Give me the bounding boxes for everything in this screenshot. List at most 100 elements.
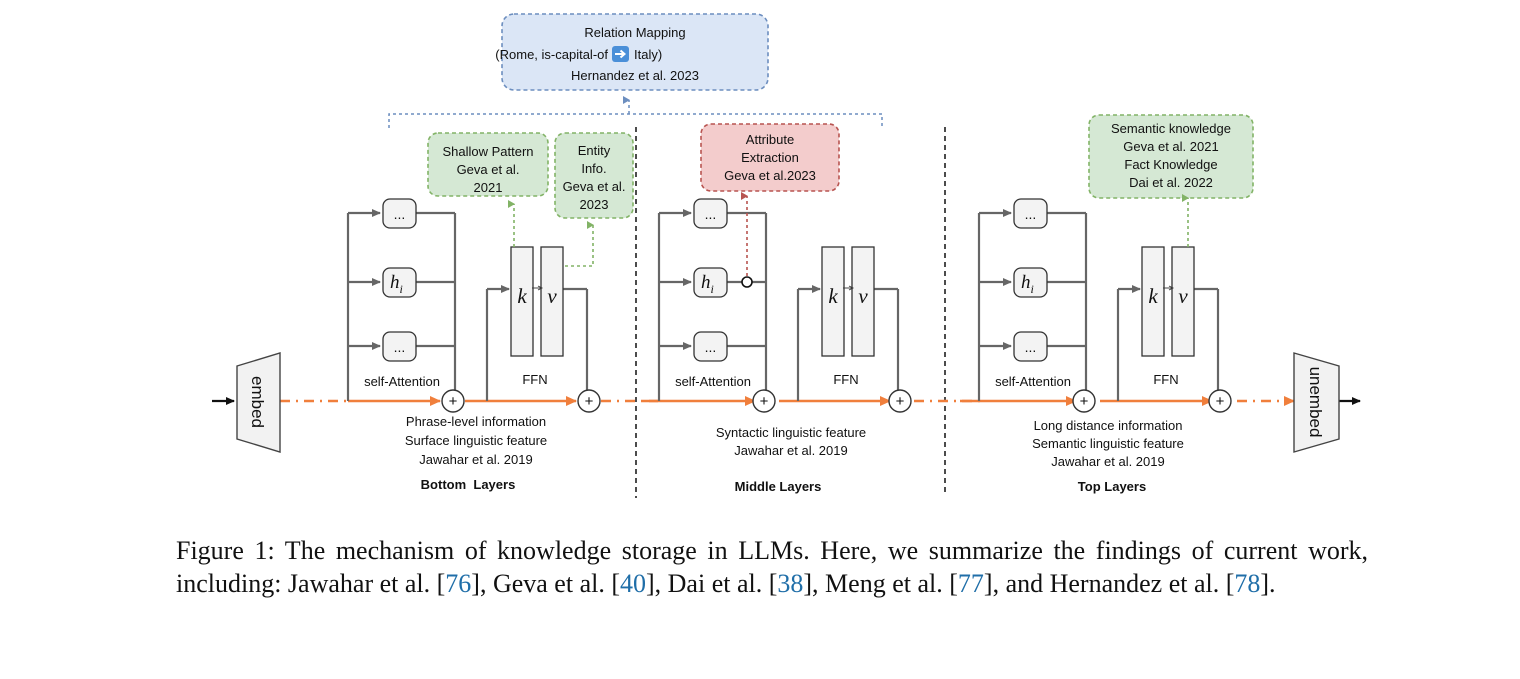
- relation-mapping-box: Relation Mapping (Rome, is-capital-of It…: [495, 13, 769, 91]
- shallow-pattern-line1: Shallow Pattern: [442, 144, 533, 159]
- top-layers-label: Top Layers: [1078, 479, 1146, 494]
- svg-text:Surface linguistic feature: Surface linguistic feature: [405, 433, 547, 448]
- attention-head-i: hi: [1013, 267, 1048, 298]
- key-label: k: [828, 284, 838, 308]
- citation-link[interactable]: 40: [620, 569, 646, 598]
- attention-head-dots: ...: [693, 198, 728, 229]
- entity-info-box: Entity Info. Geva et al. 2023: [554, 132, 634, 219]
- residual-add-node: +: [752, 389, 776, 413]
- ffn-label: FFN: [833, 372, 858, 387]
- svg-text:+: +: [1216, 393, 1225, 410]
- caption-text: ], Meng et al. [: [803, 569, 958, 598]
- key-matrix: [821, 246, 845, 357]
- svg-text:hi: hi: [701, 272, 714, 296]
- arrow-right-icon: [612, 46, 629, 62]
- attention-head-dots: ...: [382, 198, 417, 229]
- svg-text:Jawahar et al. 2019: Jawahar et al. 2019: [419, 452, 532, 467]
- svg-text:+: +: [1080, 393, 1089, 410]
- value-matrix: [540, 246, 564, 357]
- citation-link[interactable]: 76: [445, 569, 472, 598]
- relation-example-left: (Rome, is-capital-of: [495, 47, 608, 62]
- svg-text:+: +: [449, 393, 458, 410]
- svg-text:+: +: [896, 393, 905, 410]
- key-matrix: [510, 246, 534, 357]
- citation-link[interactable]: 77: [957, 569, 984, 598]
- citation-link[interactable]: 78: [1234, 569, 1261, 598]
- semantic-knowledge-line2: Geva et al. 2021: [1123, 139, 1218, 154]
- self-attention-label: self-Attention: [675, 374, 751, 389]
- unembed-label: unembed: [1306, 367, 1325, 438]
- caption-text: ], and Hernandez et al. [: [983, 569, 1235, 598]
- embed-block: embed: [236, 352, 281, 453]
- shallow-pattern-line2: Geva et al.: [457, 162, 520, 177]
- self-attention-module: [657, 209, 768, 401]
- svg-text:hi: hi: [390, 272, 403, 296]
- svg-text:Jawahar et al. 2019: Jawahar et al. 2019: [734, 443, 847, 458]
- caption-text: ], Geva et al. [: [471, 569, 620, 598]
- attention-head-dots: ...: [693, 331, 728, 362]
- attention-head-dots: ...: [1013, 331, 1048, 362]
- residual-add-node: +: [1208, 389, 1232, 413]
- semantic-knowledge-box: Semantic knowledge Geva et al. 2021 Fact…: [1088, 114, 1254, 199]
- svg-text:...: ...: [1025, 339, 1037, 355]
- value-matrix: [1171, 246, 1195, 357]
- entity-info-line3: Geva et al.: [563, 179, 626, 194]
- svg-text:...: ...: [394, 339, 406, 355]
- attention-head-i: hi: [693, 267, 728, 298]
- ffn-label: FFN: [522, 372, 547, 387]
- semantic-knowledge-line4: Dai et al. 2022: [1129, 175, 1213, 190]
- svg-text:Semantic linguistic feature: Semantic linguistic feature: [1032, 436, 1184, 451]
- citation-link[interactable]: 38: [777, 569, 804, 598]
- attention-head-i: hi: [382, 267, 417, 298]
- svg-text:hi: hi: [1021, 272, 1034, 296]
- figure-caption: Figure 1: The mechanism of knowledge sto…: [176, 534, 1368, 600]
- caption-text: Figure 1: The mechanism of knowledge sto…: [176, 536, 1368, 598]
- svg-text:...: ...: [705, 339, 717, 355]
- entity-info-line4: 2023: [580, 197, 609, 212]
- value-matrix: [851, 246, 875, 357]
- self-attention-module: [977, 209, 1088, 401]
- svg-text:+: +: [760, 393, 769, 410]
- value-label: v: [858, 284, 868, 308]
- residual-add-node: +: [888, 389, 912, 413]
- probe-point: [741, 276, 753, 288]
- caption-text: ], Dai et al. [: [646, 569, 778, 598]
- self-attention-label: self-Attention: [364, 374, 440, 389]
- attention-head-dots: ...: [1013, 198, 1048, 229]
- ffn-label: FFN: [1153, 372, 1178, 387]
- shallow-pattern-line3: 2021: [474, 180, 503, 195]
- middle-layers-label: Middle Layers: [735, 479, 822, 494]
- svg-text:...: ...: [705, 206, 717, 222]
- relation-bracket: [388, 96, 883, 128]
- attribute-extraction-line3: Geva et al.2023: [724, 168, 816, 183]
- embed-label: embed: [248, 376, 267, 428]
- key-label: k: [517, 284, 527, 308]
- middle-layer-findings: Syntactic linguistic feature Jawahar et …: [716, 425, 866, 494]
- svg-text:...: ...: [394, 206, 406, 222]
- entity-info-line2: Info.: [581, 161, 606, 176]
- top-layer-findings: Long distance information Semantic lingu…: [1032, 418, 1184, 494]
- svg-text:+: +: [585, 393, 594, 410]
- svg-text:Phrase-level information: Phrase-level information: [406, 414, 546, 429]
- relation-example-right: Italy): [634, 47, 662, 62]
- entity-info-line1: Entity: [578, 143, 611, 158]
- svg-text:Long distance information: Long distance information: [1034, 418, 1183, 433]
- key-label: k: [1148, 284, 1158, 308]
- relation-mapping-title: Relation Mapping: [584, 25, 685, 40]
- self-attention-module: [346, 209, 457, 401]
- svg-text:...: ...: [1025, 206, 1037, 222]
- knowledge-storage-diagram: Relation Mapping (Rome, is-capital-of It…: [212, 13, 1361, 498]
- bottom-layer-findings: Phrase-level information Surface linguis…: [405, 414, 547, 492]
- value-label: v: [547, 284, 557, 308]
- attribute-extraction-line2: Extraction: [741, 150, 799, 165]
- shallow-pattern-box: Shallow Pattern Geva et al. 2021: [427, 132, 549, 197]
- residual-add-node: +: [441, 389, 465, 413]
- residual-add-node: +: [577, 389, 601, 413]
- self-attention-label: self-Attention: [995, 374, 1071, 389]
- key-matrix: [1141, 246, 1165, 357]
